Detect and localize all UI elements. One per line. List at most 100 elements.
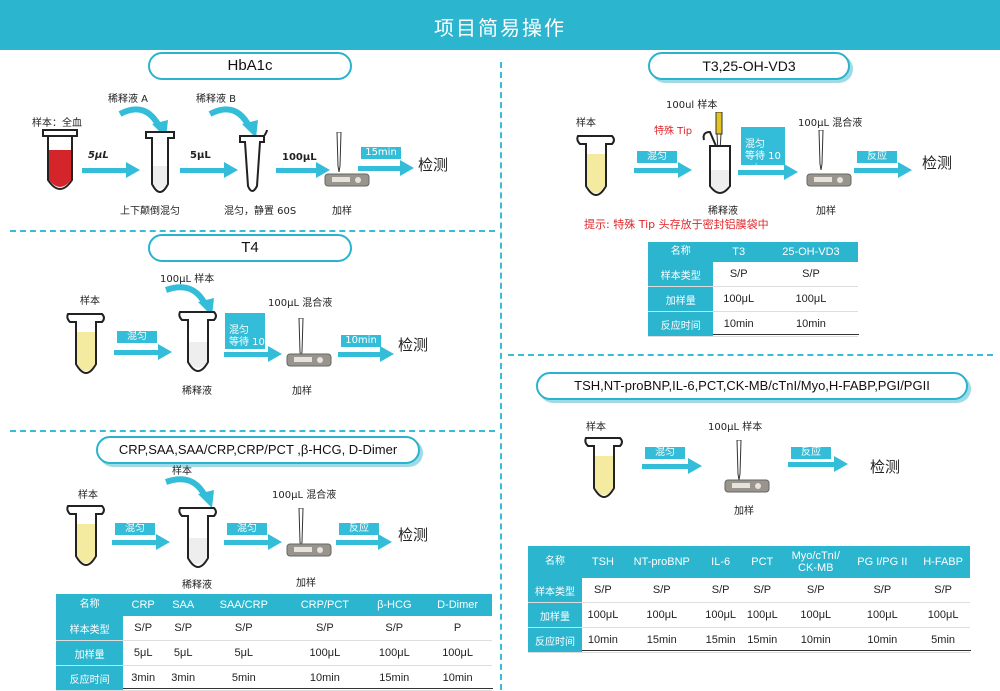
table-cell: 5min (203, 665, 285, 691)
hba1c-diluent-b: 稀释液 B (196, 94, 237, 105)
table-header-cell: TSH (582, 546, 624, 578)
flow-arrow (180, 162, 240, 178)
divider (10, 230, 495, 232)
table-cell: 3min (123, 665, 164, 691)
table-row-header: 加样量 (56, 640, 124, 666)
t4-diluent: 稀释液 (182, 386, 212, 397)
hba1c-time-box: 15min (360, 146, 402, 160)
t3-diluent: 稀释液 (708, 206, 738, 217)
t4-mix-box: 混匀 (116, 330, 158, 344)
hba1c-title: HbA1c (227, 57, 273, 74)
table-cell: S/P (582, 578, 624, 603)
table-cell: 100μL (848, 602, 917, 628)
serum-tube-icon (584, 437, 623, 498)
crp-title: CRP,SAA,SAA/CRP,CRP/PCT ,β-HCG, D-Dimer (118, 442, 398, 457)
t3-tip-label: 特殊 Tip (654, 126, 693, 137)
table-cell: 10min (423, 665, 492, 691)
t4-mix-vol: 100μL 混合液 (268, 298, 333, 309)
crp-mix1-box: 混匀 (114, 522, 156, 536)
t3-add-sample: 加样 (816, 206, 836, 217)
section-title-hba1c: HbA1c (148, 52, 352, 80)
table-cell: S/P (623, 578, 700, 603)
table-header-cell: NT-proBNP (623, 546, 700, 578)
table-header-cell: Myo/cTnI/ CK-MB (783, 546, 849, 578)
table-cell: 15min (699, 627, 742, 653)
special-tip-tube-icon (702, 112, 731, 194)
tsh-detect: 检测 (870, 458, 901, 476)
serum-tube-icon (66, 505, 105, 566)
flow-arrow (82, 162, 140, 178)
tsh-sample-label: 样本 (586, 422, 606, 433)
table-cell: S/P (284, 616, 366, 641)
table-row-header: 反应时间 (648, 311, 714, 337)
table-header-cell: SAA (163, 594, 204, 616)
table-row-header: 加样量 (528, 602, 583, 628)
t4-add-sample: 加样 (292, 386, 312, 397)
test-cassette-icon (286, 543, 332, 557)
table-cell: S/P (163, 616, 204, 641)
table-cell: 15min (623, 627, 700, 653)
t4-detect: 检测 (398, 336, 429, 354)
table-cell: S/P (916, 578, 970, 603)
table-cell: 5μL (203, 640, 285, 666)
tsh-top-label: 100μL 样本 (708, 422, 763, 433)
pipette-tip-icon (818, 130, 824, 170)
table-header-cell: H-FABP (916, 546, 970, 578)
t3-wait-box: 混匀 等待 10 min (740, 126, 786, 174)
table-cell: 15min (741, 627, 784, 653)
crp-detect: 检测 (398, 526, 429, 544)
table-cell: 100μL (284, 640, 366, 666)
table-header-cell: IL-6 (699, 546, 742, 578)
table-row-header: 反应时间 (528, 627, 583, 653)
section-title-t3: T3,25-OH-VD3 (648, 52, 850, 80)
crp-top-label: 样本 (172, 466, 192, 477)
flow-arrow (738, 164, 800, 180)
table-cell: 100μL (423, 640, 492, 666)
table-cell: S/P (763, 262, 858, 287)
flow-arrow (224, 534, 284, 550)
t3-hint: 提示: 特殊 Tip 头存放于密封铝膜袋中 (584, 218, 769, 231)
section-title-tsh: TSH,NT-proBNP,IL-6,PCT,CK-MB/cTnI/Myo,H-… (536, 372, 968, 400)
tsh-react-box: 反应 (790, 446, 832, 460)
table-cell: 5μL (123, 640, 164, 666)
table-header-cell: T3 (713, 242, 764, 262)
crp-mix2-box: 混匀 (226, 522, 268, 536)
flow-arrow (338, 346, 396, 362)
tsh-mix-box: 混匀 (644, 446, 686, 460)
pipette-tip-icon (736, 440, 742, 480)
table-cell: 3min (163, 665, 204, 691)
page-header: 项目简易操作 (0, 0, 1000, 50)
hba1c-vol3: 100μL (282, 152, 317, 163)
table-cell: 10min (284, 665, 366, 691)
pipette-tip-icon (336, 132, 342, 172)
table-header-cell: 名称 (648, 242, 714, 262)
table-row-header: 样本类型 (648, 262, 714, 287)
t3-top-label: 100ul 样本 (666, 100, 718, 111)
serum-tube-icon (66, 313, 105, 374)
table-cell: S/P (848, 578, 917, 603)
table-row-header: 样本类型 (528, 578, 583, 603)
flow-arrow (788, 456, 850, 472)
table-row-header: 加样量 (648, 286, 714, 312)
table-cell: 5μL (163, 640, 204, 666)
pour-arrow-icon (208, 106, 258, 138)
flow-arrow (634, 162, 694, 178)
serum-tube-icon (576, 135, 615, 196)
crp-add-sample: 加样 (296, 578, 316, 589)
table-cell: 10min (582, 627, 624, 653)
table-row-header: 反应时间 (56, 665, 124, 691)
table-header-cell: CRP/PCT (284, 594, 366, 616)
divider (500, 62, 502, 690)
crp-diluent: 稀释液 (182, 580, 212, 591)
flow-arrow (224, 346, 284, 362)
table-header-cell: SAA/CRP (203, 594, 285, 616)
table-header-cell: CRP (123, 594, 164, 616)
